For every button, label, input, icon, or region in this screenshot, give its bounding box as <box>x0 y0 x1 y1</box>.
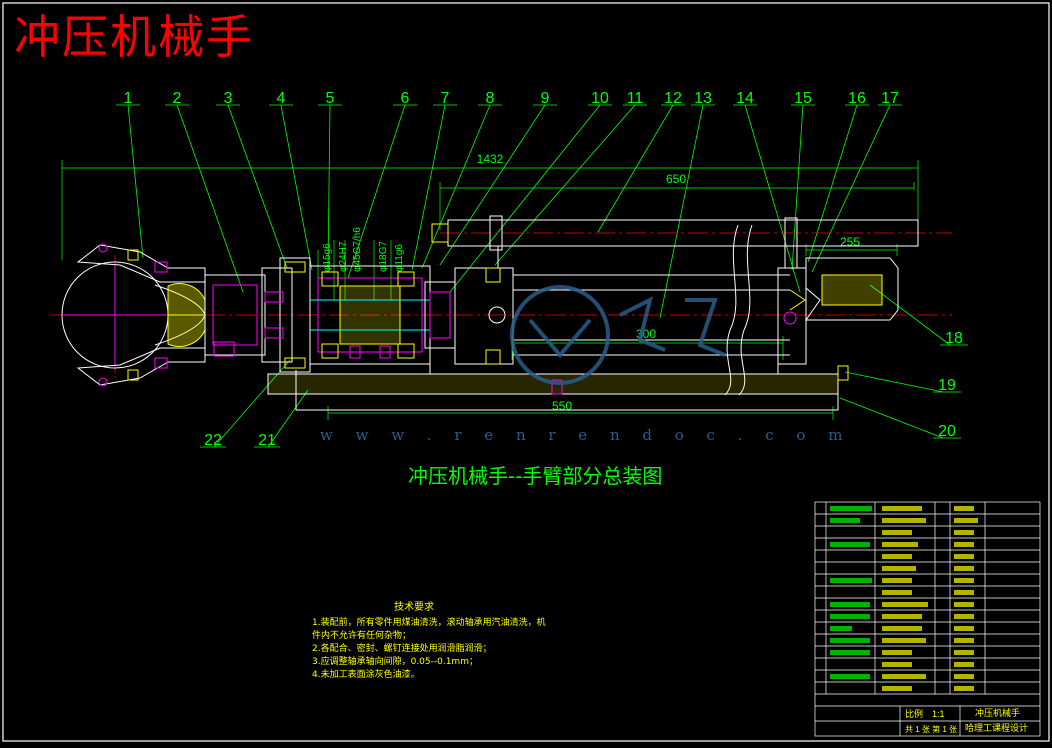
guide-rod <box>431 215 919 268</box>
part-number: 13 <box>694 90 712 107</box>
part-number: 19 <box>938 377 956 394</box>
part-number: 3 <box>224 90 233 107</box>
drawing-subtitle: 冲压机械手--手臂部分总装图 <box>408 464 663 488</box>
sheet-count: 共 1 张 第 1 张 <box>905 724 957 734</box>
tech-requirement-item: 1.装配前，所有零件用煤油清洗，滚动轴承用汽油清洗，机 <box>312 618 546 628</box>
part-number: 1 <box>124 90 133 107</box>
watermark-text: w w w . r e n r e n d o c . c o m <box>320 426 852 444</box>
dim-stroke: 650 <box>666 172 686 186</box>
school-name: 哈理工课程设计 <box>965 722 1028 733</box>
part-number: 14 <box>736 90 754 107</box>
fit-label: φ24H7 <box>338 241 349 272</box>
part-number: 9 <box>541 90 550 107</box>
parts-list-entries <box>830 506 978 691</box>
dimension-lines <box>61 160 919 420</box>
tech-requirement-item: 3.应调整轴承轴向间隙，0.05--0.1mm； <box>312 657 478 667</box>
part-number: 4 <box>277 90 286 107</box>
scale-value: 1:1 <box>932 709 945 719</box>
fit-label: φ11g6 <box>394 244 405 272</box>
scale-label: 比例 <box>905 708 923 719</box>
part-number: 11 <box>627 90 644 107</box>
part-number: 16 <box>848 90 866 107</box>
part-number: 7 <box>441 90 450 107</box>
part-number: 6 <box>401 90 410 107</box>
part-number: 21 <box>258 432 276 449</box>
part-number: 5 <box>326 90 335 107</box>
fit-label: φ45G7/h6 <box>352 227 363 272</box>
drawing-name: 冲压机械手 <box>975 707 1020 718</box>
parts-list-table <box>814 501 1041 737</box>
end-stop-block <box>805 257 899 321</box>
dim-end-block: 255 <box>840 235 860 249</box>
part-number: 18 <box>945 330 963 347</box>
arm-cylinder <box>454 217 807 396</box>
part-number: 2 <box>173 90 182 107</box>
dim-overall-length: 1432 <box>477 152 504 166</box>
part-number: 8 <box>486 90 495 107</box>
part-number: 20 <box>938 423 956 440</box>
tech-requirement-item: 4.未加工表面涂灰色油漆。 <box>312 670 420 680</box>
part-number: 17 <box>881 90 899 107</box>
leader-lines <box>116 104 968 448</box>
tech-requirement-item: 件内不允许有任何杂物； <box>312 631 412 641</box>
tech-requirements-heading: 技术要求 <box>394 602 434 613</box>
part-number: 22 <box>204 432 222 449</box>
part-number: 15 <box>794 90 812 107</box>
dim-base-length: 550 <box>552 399 572 413</box>
main-title: 冲压机械手 <box>14 10 254 64</box>
fit-label: φ15g6 <box>322 243 333 272</box>
watermark-logo <box>510 285 726 385</box>
part-number: 12 <box>664 90 682 107</box>
bearing-housing <box>309 265 456 365</box>
fit-label: φ18G7 <box>378 241 389 272</box>
part-number: 10 <box>591 90 609 107</box>
wrist-connector <box>204 257 311 373</box>
gripper <box>61 243 206 387</box>
tech-requirement-item: 2.各配合、密封、螺钉连接处用润滑脂润滑； <box>312 644 492 654</box>
